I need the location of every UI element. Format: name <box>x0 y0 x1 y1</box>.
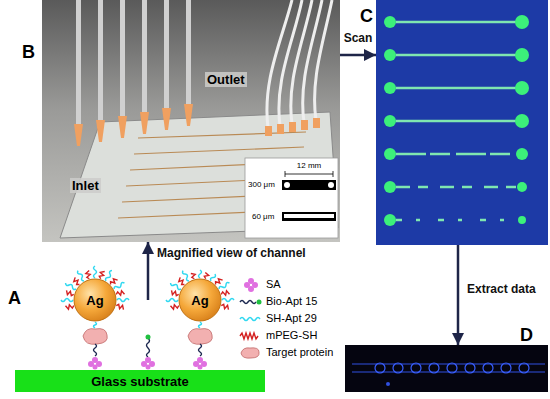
panel-letter: C <box>360 6 373 27</box>
sphere-shape <box>179 279 221 321</box>
flow-arrow <box>147 242 150 300</box>
glass-substrate: Glass substrate <box>15 370 265 392</box>
nanoparticle-ligands <box>166 270 234 328</box>
dimension-label: 300 μm <box>248 180 275 189</box>
node-text: Ag <box>191 293 208 308</box>
target-proteins <box>83 329 212 345</box>
protein-symbol <box>241 348 259 358</box>
nanoparticle-ligands <box>61 266 129 328</box>
bio-aptamers <box>94 338 202 357</box>
node-text: Ag <box>86 293 103 308</box>
outlet-connectors <box>265 118 320 136</box>
photo-panel: BInletOutlet <box>42 0 340 242</box>
node-text: Outlet <box>205 72 247 87</box>
legend-text: Target protein <box>266 346 333 358</box>
pipettes <box>74 0 193 146</box>
outlet-tubes <box>267 0 332 128</box>
sphere-shape <box>74 279 116 321</box>
assay-schematic <box>61 266 262 370</box>
legend-text: SH-Apt 29 <box>266 312 317 324</box>
data-panel: D <box>345 345 548 392</box>
mpeg-symbol <box>240 333 258 339</box>
arrow-label: Scan <box>342 31 375 45</box>
panel-letter: B <box>22 42 35 63</box>
sa-symbol <box>244 278 258 292</box>
panel-letter: A <box>8 288 21 309</box>
legend-text: Bio-Apt 15 <box>266 295 317 307</box>
extracted-data-image <box>345 345 548 392</box>
biotin-dot <box>146 335 151 340</box>
sh-apt-symbol <box>240 318 260 321</box>
silver-nanoparticle: Ag <box>178 278 222 322</box>
dimension-label: 12 mm <box>297 161 321 170</box>
channel-inset <box>245 158 338 238</box>
node-text: Inlet <box>70 178 101 193</box>
legend-symbols <box>240 278 262 358</box>
dimension-label: 60 μm <box>252 212 274 221</box>
node-text: Glass substrate <box>91 374 189 389</box>
flow-arrow <box>340 54 376 57</box>
legend-text: SA <box>266 278 281 290</box>
legend-text: mPEG-SH <box>266 329 317 341</box>
biotin-dot <box>257 300 262 305</box>
arrow-label: Extract data <box>465 282 538 296</box>
scan-image <box>376 0 548 245</box>
streptavidin <box>88 357 207 370</box>
bio-apt-symbol <box>240 301 256 304</box>
arrow-label: Magnified view of channel <box>155 246 308 260</box>
flow-arrow <box>457 245 460 345</box>
panel-letter: D <box>520 325 533 346</box>
silver-nanoparticle: Ag <box>73 278 117 322</box>
scan-panel: C <box>376 0 548 245</box>
glass-chip <box>60 112 338 238</box>
photo-ground <box>42 0 340 242</box>
chip-photo <box>42 0 340 242</box>
